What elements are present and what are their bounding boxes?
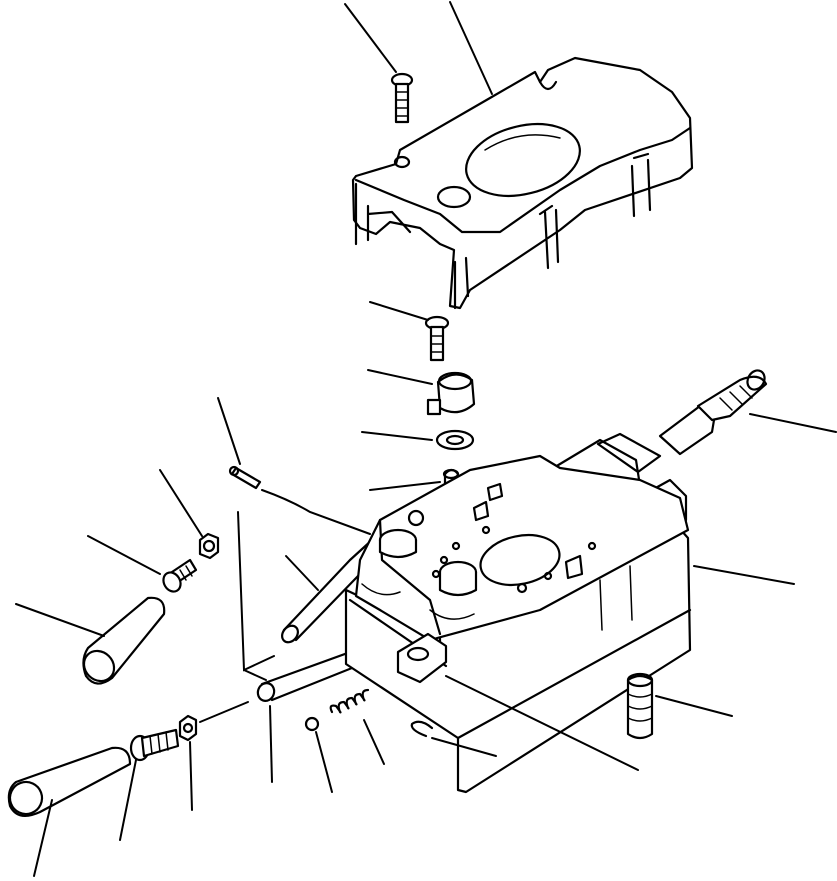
nut-lower — [178, 714, 198, 742]
leader-bracket — [445, 675, 639, 771]
leader-bolt-lower — [119, 759, 137, 841]
leader-cover — [449, 1, 493, 95]
leader-knob-upper — [15, 603, 105, 637]
leader-plug — [655, 695, 733, 717]
leader-valve-body — [693, 565, 795, 585]
leader-cap — [367, 369, 433, 385]
spring — [329, 688, 370, 714]
snap-ring — [410, 720, 434, 738]
leader-levers-v — [237, 511, 275, 681]
cap — [426, 371, 476, 416]
cover-bolt — [390, 72, 414, 124]
leader-nut-small — [159, 469, 203, 537]
knob-upper — [82, 596, 166, 685]
washer — [435, 429, 475, 451]
cover — [351, 56, 694, 310]
leader-snap-ring — [431, 737, 497, 757]
leader-nut-lower-v — [189, 741, 193, 811]
leader-spring-pin — [217, 397, 241, 465]
plug — [626, 672, 654, 740]
valve-body — [344, 454, 692, 794]
leader-spring — [363, 719, 385, 765]
leader-pin — [369, 481, 441, 491]
leader-spring-pin-lever — [261, 489, 371, 535]
knob-lower — [7, 746, 132, 817]
bolt-lower — [129, 728, 180, 762]
leader-lever-lower — [269, 705, 273, 783]
leader-bolt — [369, 301, 429, 321]
leader-washer — [361, 431, 433, 441]
leader-switch — [749, 413, 837, 433]
leader-ball — [315, 731, 333, 793]
leader-bolt-small — [87, 535, 161, 575]
spring-pin — [228, 465, 262, 490]
leader-lines — [15, 1, 837, 877]
bolt — [424, 315, 450, 362]
nut-small — [198, 532, 220, 560]
leader-cover-bolt — [344, 3, 397, 73]
leader-lever-upper — [285, 555, 319, 591]
leader-knob-lower — [33, 799, 53, 877]
ball — [304, 716, 320, 732]
bolt-small — [162, 558, 198, 593]
leader-nut-lower — [199, 701, 249, 723]
